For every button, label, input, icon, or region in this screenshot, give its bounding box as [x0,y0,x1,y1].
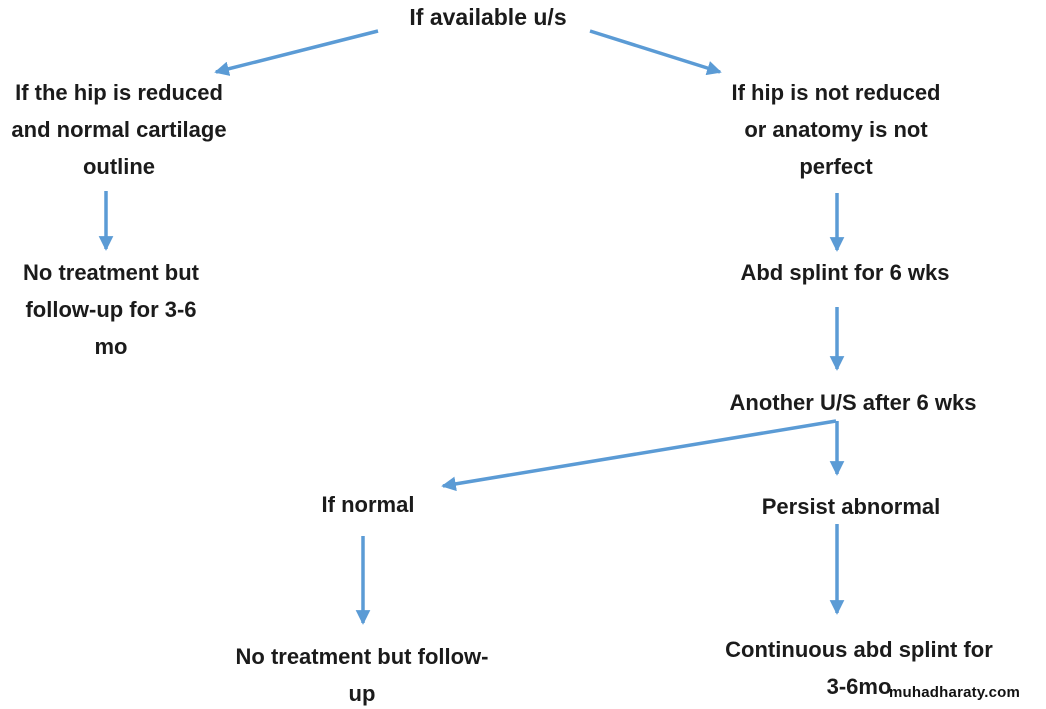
arrow-root-to-right-condition [589,29,722,76]
node-root: If available u/s [348,0,628,36]
node-if-normal: If normal [268,486,468,523]
node-left-outcome-line: mo [94,334,128,359]
node-left-outcome-line: No treatment but [23,260,199,285]
node-if-normal-label: If normal [321,492,415,517]
node-left-condition-line: If the hip is reduced [15,80,223,105]
watermark: muhadharaty.com [889,684,1021,701]
node-persist-abnormal: Persist abnormal [731,488,971,525]
node-right-condition-line: If hip is not reduced [731,80,941,105]
node-abnormal-outcome-line: Continuous abd splint for [725,637,993,662]
node-left-condition: If the hip is reduced and normal cartila… [0,74,259,185]
node-abd-splint: Abd splint for 6 wks [705,254,985,291]
node-persist-abnormal-label: Persist abnormal [761,494,941,519]
node-another-us-label: Another U/S after 6 wks [729,390,977,415]
node-left-outcome: No treatment but follow-up for 3-6 mo [0,254,251,365]
arrow-another-us-to-if-normal [441,419,837,492]
node-right-condition: If hip is not reduced or anatomy is not … [696,74,976,185]
node-abnormal-outcome-line: 3-6mo [826,674,892,699]
node-normal-outcome-line: up [348,681,376,706]
node-another-us: Another U/S after 6 wks [693,384,1013,421]
node-normal-outcome: No treatment but follow- up [202,638,522,709]
arrow-root-to-left-condition [214,29,379,76]
node-right-condition-line: or anatomy is not [744,117,928,142]
node-left-outcome-line: follow-up for 3-6 [25,297,197,322]
node-left-condition-line: outline [82,154,156,179]
node-abnormal-outcome: Continuous abd splint for 3-6mo [689,631,1029,705]
node-abd-splint-label: Abd splint for 6 wks [740,260,950,285]
node-normal-outcome-line: No treatment but follow- [235,644,489,669]
node-left-condition-line: and normal cartilage [11,117,227,142]
node-right-condition-line: perfect [799,154,873,179]
node-root-label: If available u/s [409,4,567,30]
